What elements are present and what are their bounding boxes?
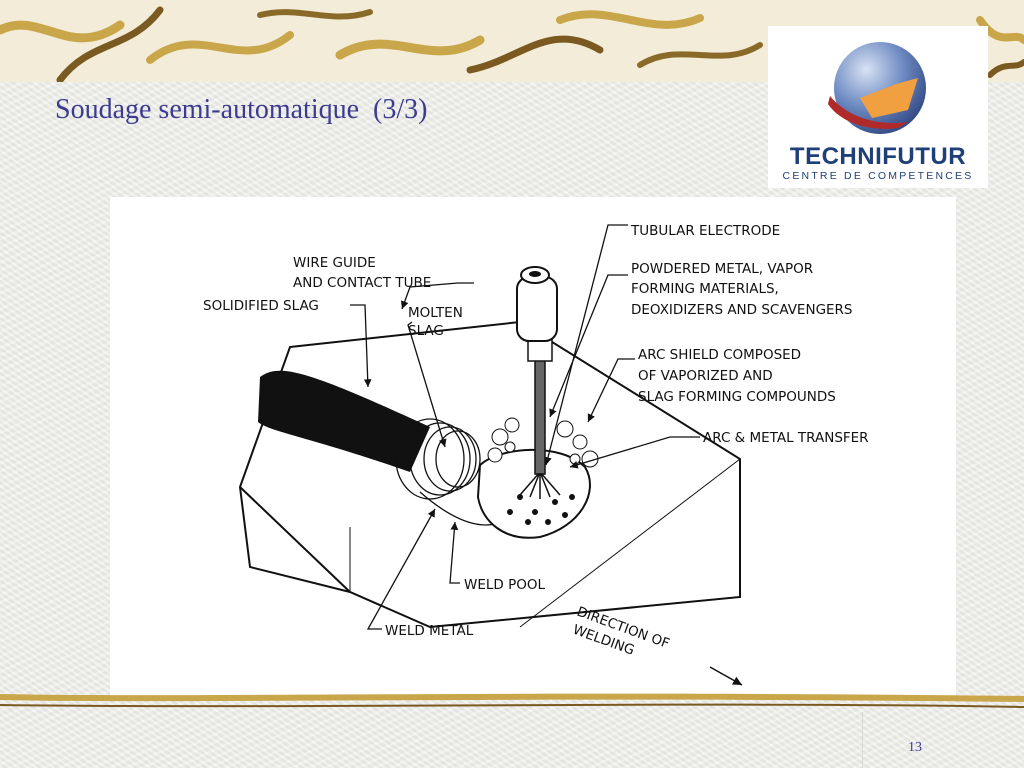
slide-title: Soudage semi-automatique (3/3) <box>55 94 428 125</box>
label-arc-shield-3: SLAG FORMING COMPOUNDS <box>638 389 836 405</box>
logo-subtitle: CENTRE DE COMPETENCES <box>782 170 974 182</box>
label-weld-metal: WELD METAL <box>385 623 474 639</box>
label-wire-guide-1: WIRE GUIDE <box>293 255 376 271</box>
label-weld-pool: WELD POOL <box>464 577 545 593</box>
label-powdered-metal-3: DEOXIDIZERS AND SCAVENGERS <box>631 302 853 318</box>
solidified-slag-bead <box>258 370 430 472</box>
page-number: 13 <box>908 740 922 755</box>
technifutur-logo: TECHNIFUTUR CENTRE DE COMPETENCES <box>768 26 988 188</box>
label-arc-shield-2: OF VAPORIZED AND <box>638 368 773 384</box>
weld-pool-shape <box>476 448 591 539</box>
contact-tube <box>516 266 558 362</box>
label-solidified-slag: SOLIDIFIED SLAG <box>203 298 319 314</box>
globe-logo-icon <box>828 42 926 134</box>
label-molten-slag-1: MOLTEN <box>408 305 463 321</box>
decorative-bottom-band <box>0 693 1024 708</box>
leader-lines <box>350 224 700 630</box>
footer-divider <box>862 712 863 768</box>
fcaw-process-illustration: TUBULAR ELECTRODE POWDERED METAL, VAPOR … <box>203 223 869 686</box>
arc-rays <box>519 471 561 499</box>
label-molten-slag-2: SLAG <box>408 323 444 339</box>
logo-name: TECHNIFUTUR <box>789 143 967 170</box>
label-arc-shield-1: ARC SHIELD COMPOSED <box>638 347 801 363</box>
tubular-electrode-wire <box>534 351 546 475</box>
label-powdered-metal-2: FORMING MATERIALS, <box>631 281 779 297</box>
metal-droplets <box>507 494 575 525</box>
label-tubular-electrode: TUBULAR ELECTRODE <box>630 223 780 239</box>
label-wire-guide-2: AND CONTACT TUBE <box>293 275 431 291</box>
label-arc-metal-transfer: ARC & METAL TRANSFER <box>703 430 869 446</box>
label-powdered-metal-1: POWDERED METAL, VAPOR <box>631 261 813 277</box>
welding-diagram: TUBULAR ELECTRODE POWDERED METAL, VAPOR … <box>110 197 956 697</box>
direction-arrow <box>709 666 743 686</box>
